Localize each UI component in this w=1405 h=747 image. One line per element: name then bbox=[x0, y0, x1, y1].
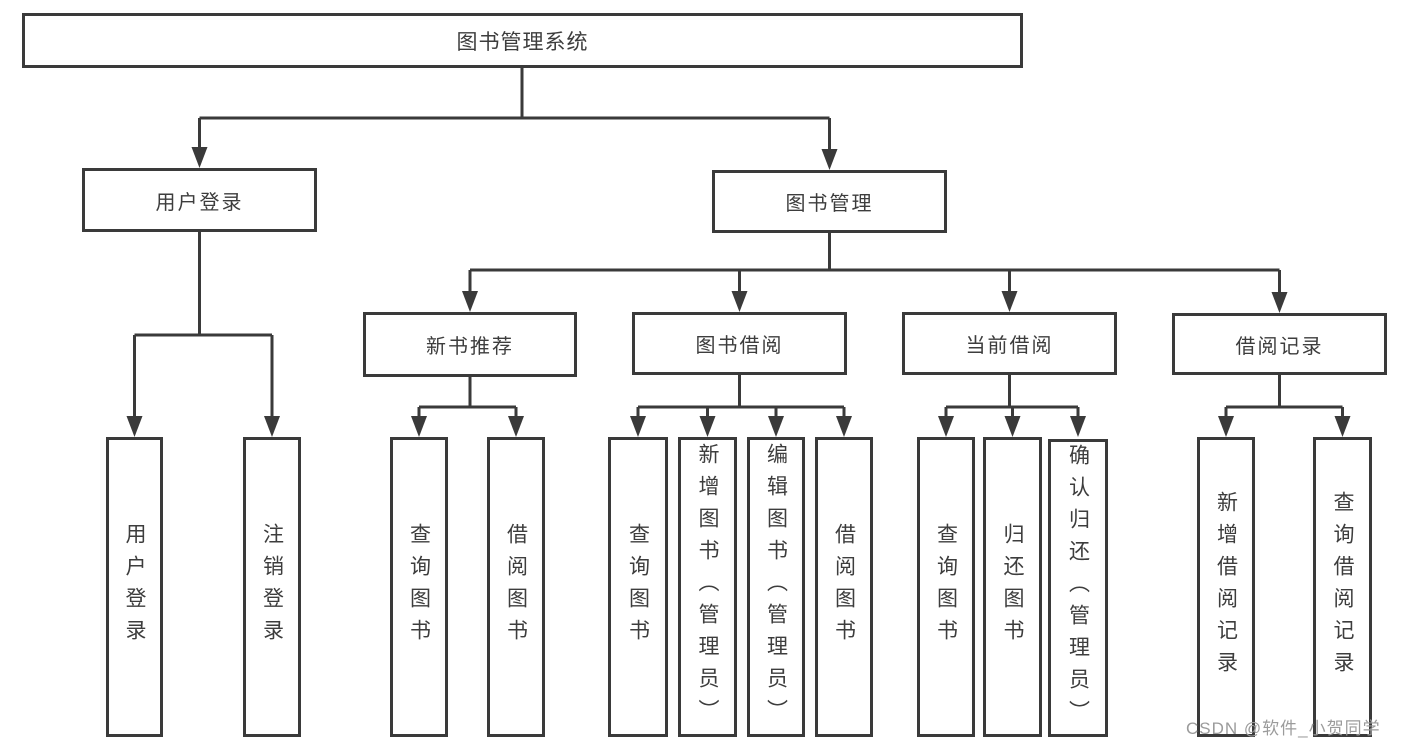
leaf-logout-login: 注销登录 bbox=[243, 437, 301, 737]
connector-book-borrow-to-leaves bbox=[630, 375, 852, 437]
node-new-book-recommend: 新书推荐 bbox=[363, 312, 577, 377]
leaf-records-search-record: 查询借阅记录 bbox=[1313, 437, 1372, 737]
node-root-system: 图书管理系统 bbox=[22, 13, 1023, 68]
connector-current-borrow-to-leaves bbox=[938, 375, 1086, 437]
leaf-borrow-add-books-admin: 新增图书（管理员） bbox=[678, 437, 737, 737]
node-current-borrow: 当前借阅 bbox=[902, 312, 1117, 375]
leaf-current-search-books: 查询图书 bbox=[917, 437, 975, 737]
leaf-recommend-borrow-books: 借阅图书 bbox=[487, 437, 545, 737]
node-user-login: 用户登录 bbox=[82, 168, 317, 232]
leaf-user-login: 用户登录 bbox=[106, 437, 163, 737]
leaf-current-return-books: 归还图书 bbox=[983, 437, 1042, 737]
leaf-borrow-borrow-books: 借阅图书 bbox=[815, 437, 873, 737]
node-book-management: 图书管理 bbox=[712, 170, 947, 233]
connector-book-management-to-level3 bbox=[462, 233, 1288, 313]
leaf-records-add-record: 新增借阅记录 bbox=[1197, 437, 1255, 737]
connector-root-to-level2 bbox=[191, 68, 838, 170]
connector-user-login-to-leaves bbox=[126, 232, 280, 437]
connector-borrow-records-to-leaves bbox=[1218, 375, 1351, 437]
leaf-borrow-edit-books-admin: 编辑图书（管理员） bbox=[747, 437, 805, 737]
leaf-current-confirm-return-admin: 确认归还（管理员） bbox=[1048, 439, 1108, 737]
leaf-recommend-search-books: 查询图书 bbox=[390, 437, 448, 737]
leaf-borrow-search-books: 查询图书 bbox=[608, 437, 668, 737]
node-borrow-records: 借阅记录 bbox=[1172, 313, 1387, 375]
watermark: CSDN @软件_小贺同学 bbox=[1186, 719, 1381, 738]
node-book-borrow: 图书借阅 bbox=[632, 312, 847, 375]
connector-new-book-recommend-to-leaves bbox=[411, 377, 524, 437]
